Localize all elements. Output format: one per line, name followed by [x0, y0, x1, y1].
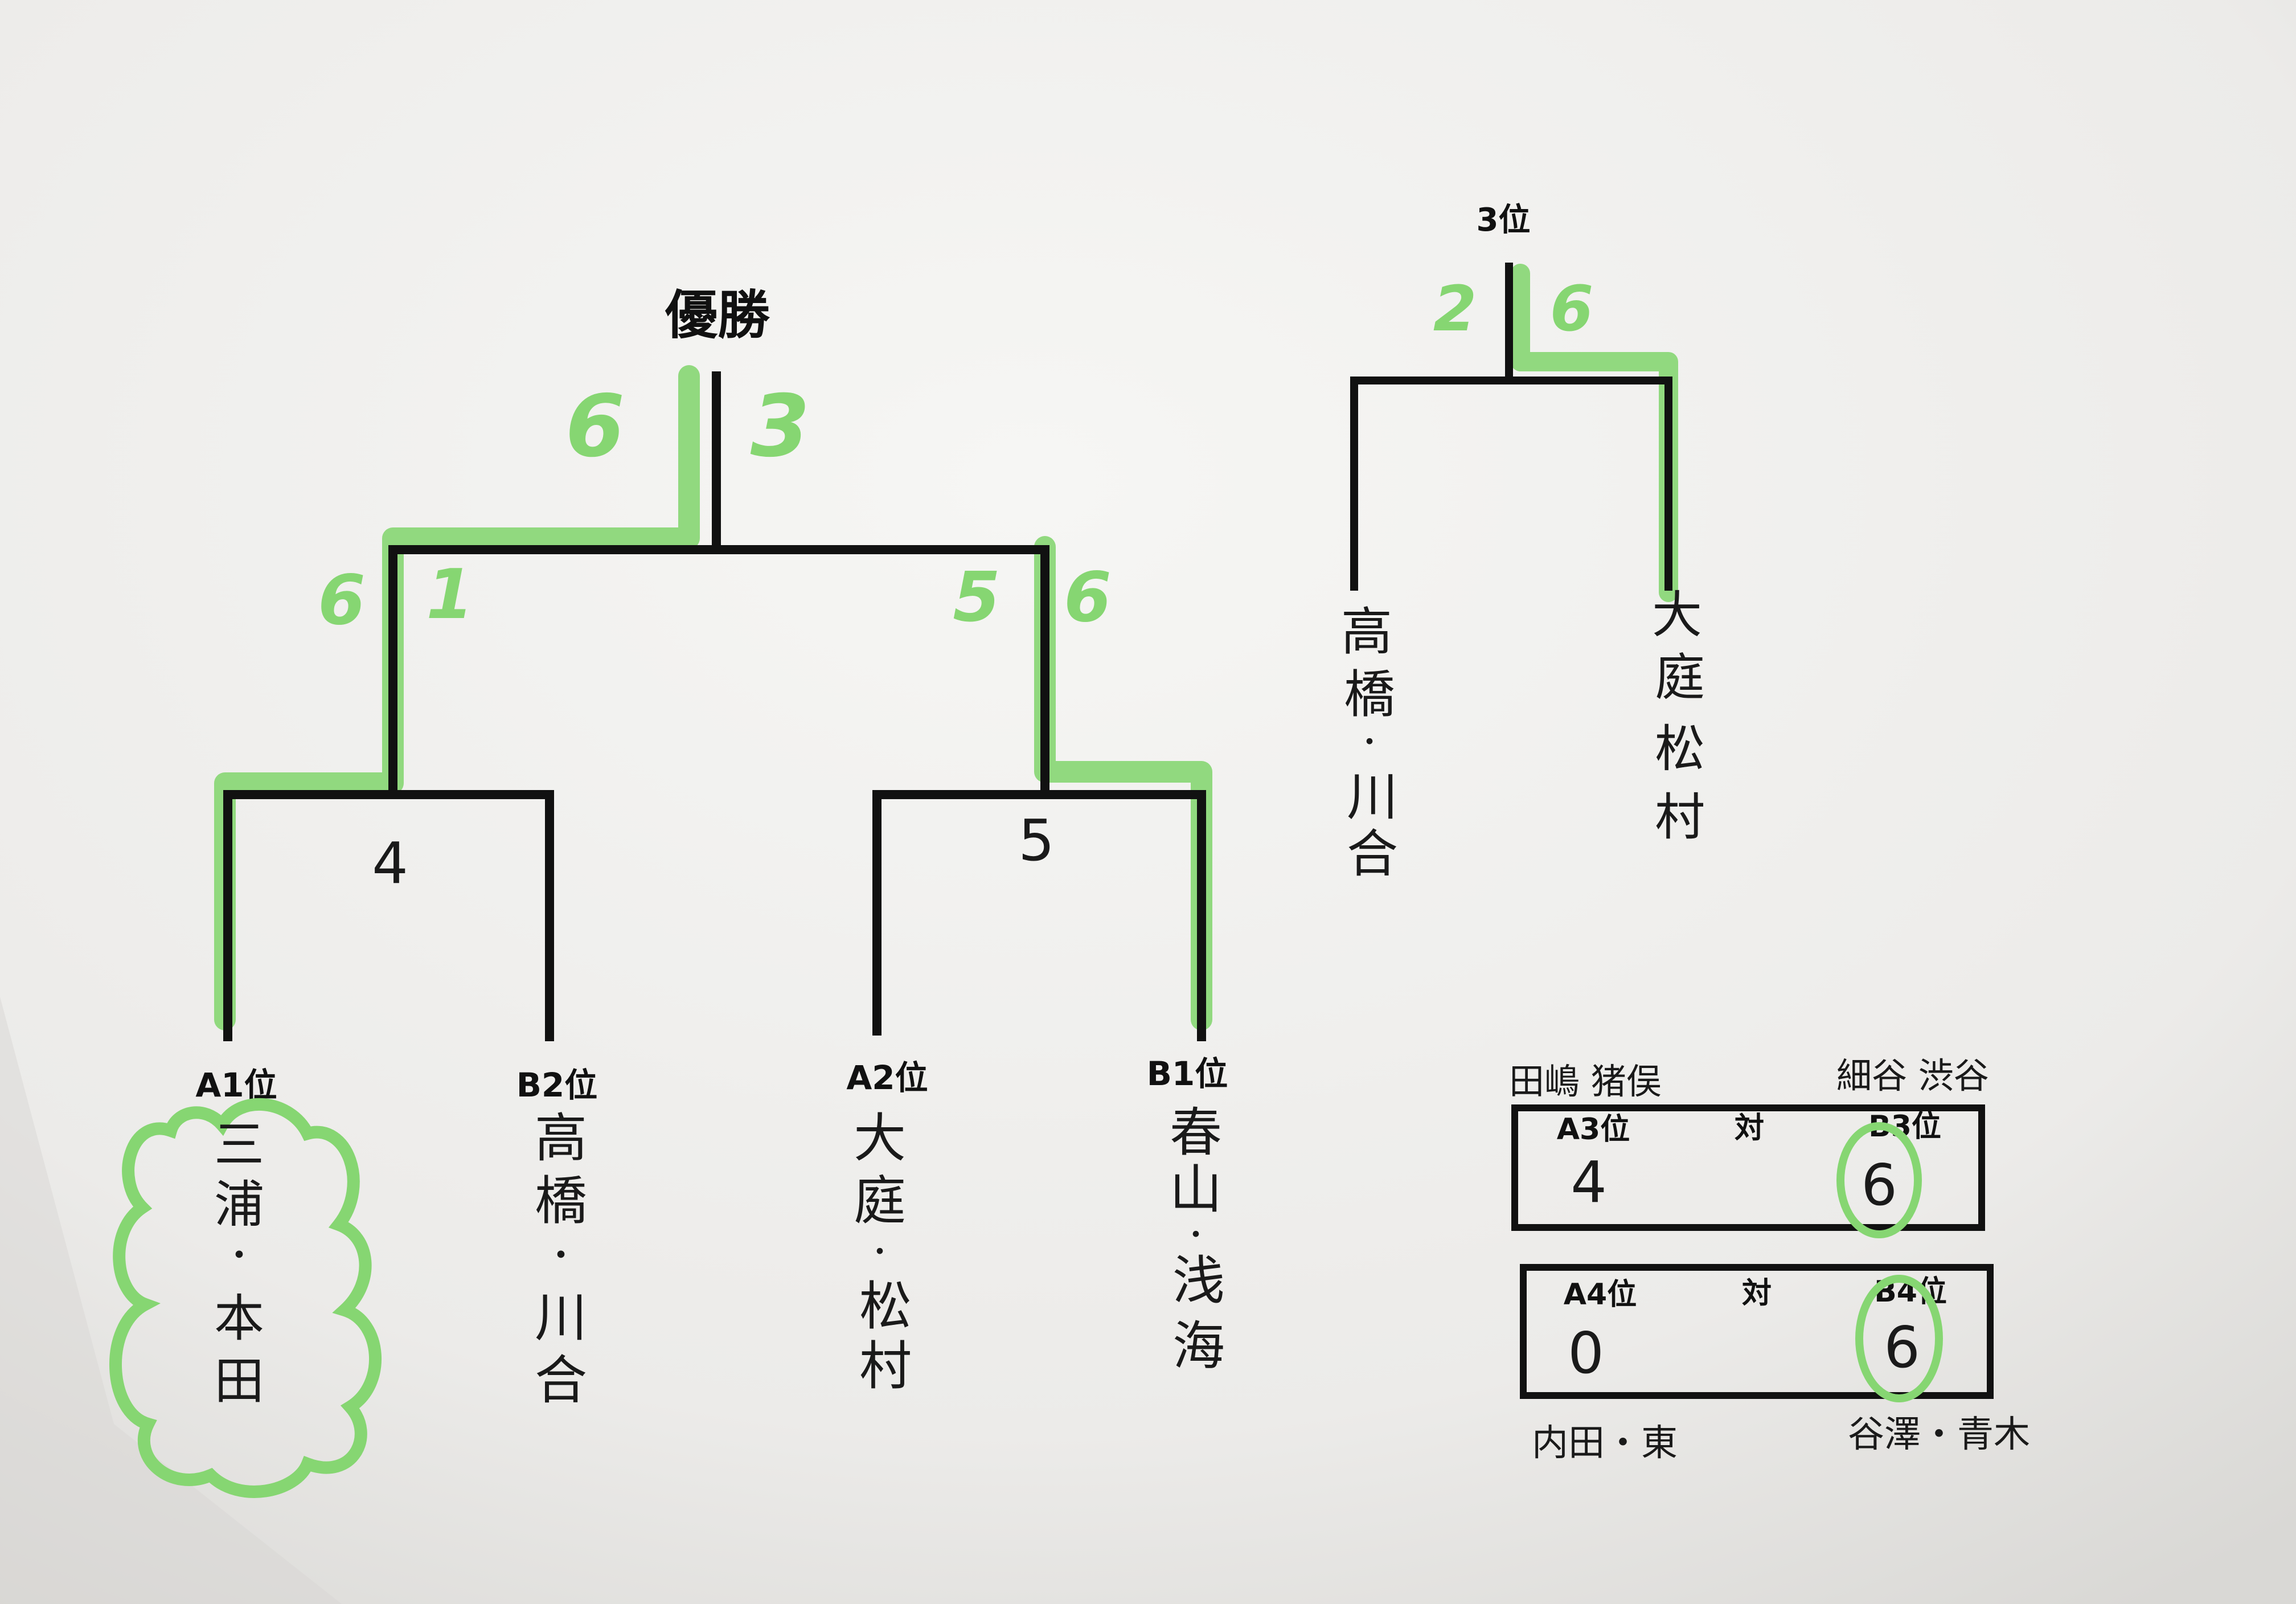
consolation-match-1: 田嶋 猪俣 細谷 渋谷 A3位 対 B3位 4 6 [1509, 1055, 1989, 1238]
match-box [1520, 1264, 1994, 1399]
main-bracket: 優勝 6 3 6 1 5 6 4 5 A1位 B2位 A2位 B1位 三 浦 ・… [109, 285, 1228, 1498]
svg-text:・: ・ [866, 1235, 894, 1269]
team-name-b1: 春 山 ・ 浅 海 [1170, 1102, 1225, 1377]
consolation-match-2: A4位 対 B4位 0 6 内田・東 谷澤・青木 [1520, 1264, 2030, 1464]
semi-right-score-left: 5 [953, 558, 1001, 637]
match-number-right: 5 [1018, 807, 1055, 874]
svg-text:・: ・ [1355, 726, 1384, 759]
seed-label: A3位 [1557, 1112, 1630, 1147]
final-score-left: 6 [565, 377, 625, 476]
svg-text:庭: 庭 [854, 1171, 906, 1231]
team-name-b2: 高 橋 ・ 川 合 [535, 1108, 587, 1411]
svg-text:庭: 庭 [1655, 648, 1705, 707]
svg-text:高: 高 [535, 1108, 587, 1169]
paper-fold-shadow [0, 997, 342, 1604]
svg-text:橋: 橋 [1344, 665, 1395, 725]
seed-label: B2位 [516, 1066, 598, 1104]
svg-text:合: 合 [535, 1350, 587, 1411]
final-score-right: 3 [751, 377, 810, 476]
semi-left-score-left: 6 [318, 561, 366, 640]
vs-label: 対 [1742, 1276, 1772, 1311]
svg-text:田: 田 [214, 1352, 264, 1410]
svg-text:合: 合 [1347, 824, 1398, 884]
svg-text:浅: 浅 [1172, 1250, 1225, 1311]
svg-text:海: 海 [1172, 1316, 1225, 1377]
svg-text:川: 川 [1347, 767, 1398, 827]
consolation-names-bottom-right: 谷澤・青木 [1848, 1414, 2030, 1456]
team-name-a1: 三 浦 ・ 本 田 [214, 1115, 264, 1410]
svg-text:春: 春 [1170, 1102, 1222, 1163]
seed-label: B1位 [1147, 1054, 1228, 1093]
match-number-left: 4 [372, 830, 408, 897]
bracket-lines [223, 371, 1206, 1041]
seed-label: A1位 [195, 1066, 277, 1104]
svg-text:大: 大 [1652, 586, 1702, 644]
seed-label: A4位 [1564, 1278, 1637, 1312]
semi-right-score-right: 6 [1064, 558, 1112, 637]
third-place-score-right: 6 [1550, 272, 1594, 345]
third-place-title: 3位 [1477, 202, 1531, 239]
semi-left-score-right: 1 [426, 555, 474, 635]
consolation-names-top-right: 細谷 渋谷 [1836, 1055, 1989, 1096]
winner-circle [1836, 1122, 1922, 1238]
svg-text:浦: 浦 [214, 1175, 264, 1234]
vs-label: 対 [1735, 1111, 1764, 1145]
svg-text:村: 村 [1655, 788, 1705, 846]
svg-text:川: 川 [535, 1287, 587, 1348]
team-name-a2: 大 庭 ・ 松 村 [854, 1108, 912, 1397]
svg-text:橋: 橋 [535, 1171, 587, 1231]
svg-text:松: 松 [1655, 719, 1705, 778]
svg-text:・: ・ [222, 1236, 256, 1276]
seed-label: A2位 [846, 1058, 928, 1097]
svg-text:大: 大 [854, 1108, 906, 1169]
svg-text:・: ・ [1182, 1218, 1210, 1251]
score-left: 4 [1571, 1149, 1607, 1216]
match-box [1511, 1104, 1985, 1231]
consolation-names-top-left: 田嶋 猪俣 [1509, 1061, 1662, 1102]
svg-text:山: 山 [1170, 1159, 1222, 1220]
score-right: 6 [1861, 1152, 1897, 1218]
consolation-names-bottom-left: 内田・東 [1532, 1422, 1678, 1464]
svg-text:松: 松 [859, 1276, 912, 1337]
third-place-team-left: 高 橋 ・ 川 合 [1341, 602, 1398, 884]
third-place-team-right: 大 庭 松 村 [1652, 586, 1705, 846]
score-left: 0 [1568, 1320, 1604, 1386]
champion-cloud-highlight [109, 1098, 382, 1498]
third-place-score-left: 2 [1433, 272, 1477, 345]
svg-text:三: 三 [214, 1115, 264, 1174]
svg-text:・: ・ [544, 1236, 578, 1276]
winner-circle [1855, 1275, 1943, 1402]
svg-text:本: 本 [214, 1289, 264, 1348]
championship-title: 優勝 [665, 285, 770, 346]
third-place-bracket: 3位 2 6 高 橋 ・ 川 合 大 庭 松 村 [1341, 202, 1705, 884]
score-right: 6 [1884, 1314, 1920, 1381]
svg-text:村: 村 [859, 1336, 912, 1397]
svg-text:高: 高 [1341, 602, 1392, 662]
